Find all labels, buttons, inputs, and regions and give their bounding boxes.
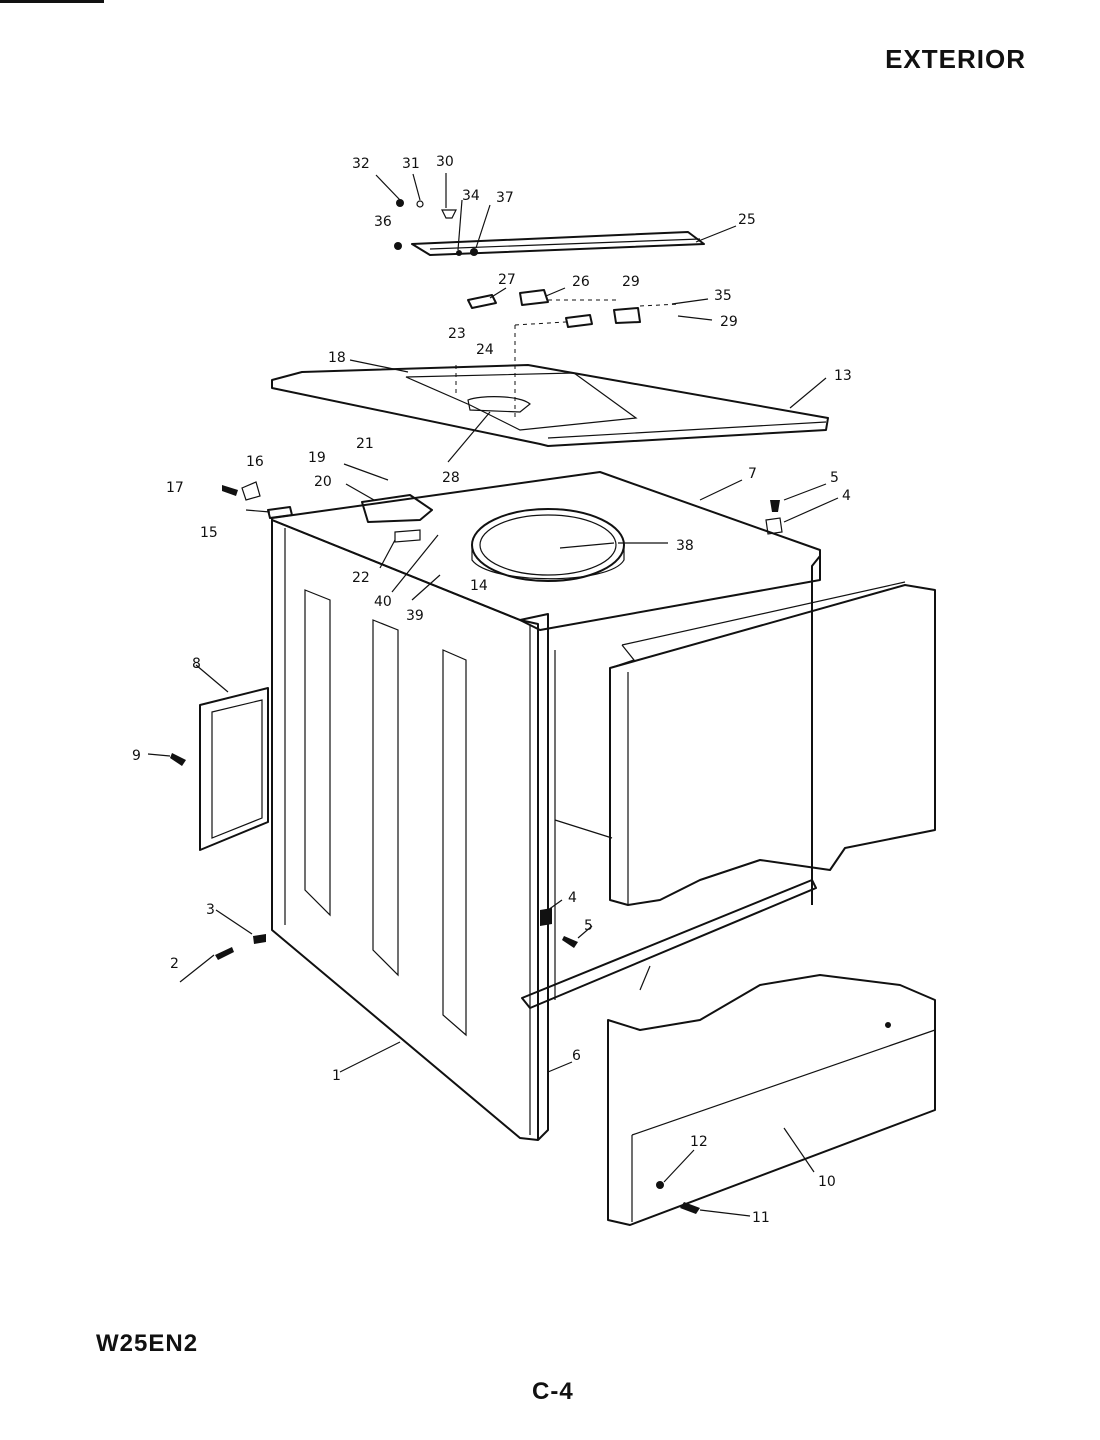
callout-10: 10 bbox=[818, 1174, 836, 1190]
callout-11: 11 bbox=[752, 1210, 770, 1226]
callout-4a: 4 bbox=[842, 488, 851, 504]
callout-28: 28 bbox=[442, 470, 460, 486]
leader-lines bbox=[147, 173, 839, 1217]
top-panel-13 bbox=[271, 364, 829, 447]
callout-23: 23 bbox=[448, 326, 466, 342]
section-title: EXTERIOR bbox=[885, 44, 1026, 74]
callout-22: 22 bbox=[352, 570, 370, 586]
callout-5a: 5 bbox=[830, 470, 839, 486]
callout-18: 18 bbox=[328, 350, 346, 366]
callout-38: 39 bbox=[406, 608, 424, 624]
callout-25: 25 bbox=[738, 212, 756, 228]
callout-8: 8 bbox=[192, 656, 201, 672]
callout-14: 14 bbox=[470, 578, 488, 594]
callout-30: 30 bbox=[436, 154, 454, 170]
callout-7: 7 bbox=[748, 466, 757, 482]
callout-26: 26 bbox=[572, 274, 590, 290]
callout-34: 34 bbox=[462, 188, 480, 204]
callout-31: 31 bbox=[402, 156, 420, 172]
access-panel-8 bbox=[199, 687, 269, 851]
callout-24: 24 bbox=[476, 342, 494, 358]
lower-front-panel-10 bbox=[607, 974, 936, 1226]
callout-20: 20 bbox=[314, 474, 332, 490]
callout-19: 19 bbox=[308, 450, 326, 466]
callout-5b: 5 bbox=[584, 918, 593, 934]
callout-6: 6 bbox=[572, 1048, 581, 1064]
cabinet-1 bbox=[267, 471, 821, 1141]
callout-16: 15 bbox=[200, 525, 218, 541]
callout-15: 16 bbox=[246, 454, 264, 470]
console-cover-25 bbox=[411, 231, 705, 256]
callout-27: 27 bbox=[498, 272, 516, 288]
callout-12: 12 bbox=[690, 1134, 708, 1150]
callout-29b: 29 bbox=[720, 314, 738, 330]
callout-37: 38 bbox=[676, 538, 694, 554]
callout-35: 36 bbox=[374, 214, 392, 230]
callout-32: 32 bbox=[352, 156, 370, 172]
callout-36: 37 bbox=[496, 190, 514, 206]
callout-17: 17 bbox=[166, 480, 184, 496]
callout-21: 21 bbox=[356, 436, 374, 452]
upper-front-panel bbox=[609, 581, 936, 906]
callout-39: 40 bbox=[374, 594, 392, 610]
callout-2: 2 bbox=[170, 956, 179, 972]
model-number: W25EN2 bbox=[96, 1330, 199, 1357]
callout-29a: 29 bbox=[622, 274, 640, 290]
fasteners bbox=[170, 481, 783, 1214]
part-callouts: 32 31 30 34 37 36 25 27 26 29 35 29 23 2… bbox=[132, 154, 852, 1226]
callout-4b: 4 bbox=[568, 890, 577, 906]
top-border-mark bbox=[0, 0, 104, 3]
callout-3: 3 bbox=[206, 902, 215, 918]
page-code: C-4 bbox=[532, 1378, 574, 1405]
callout-9: 9 bbox=[132, 748, 141, 764]
callout-13: 13 bbox=[834, 368, 852, 384]
callout-1: 1 bbox=[332, 1068, 341, 1084]
small-hardware bbox=[394, 199, 681, 420]
callout-33: 35 bbox=[714, 288, 732, 304]
